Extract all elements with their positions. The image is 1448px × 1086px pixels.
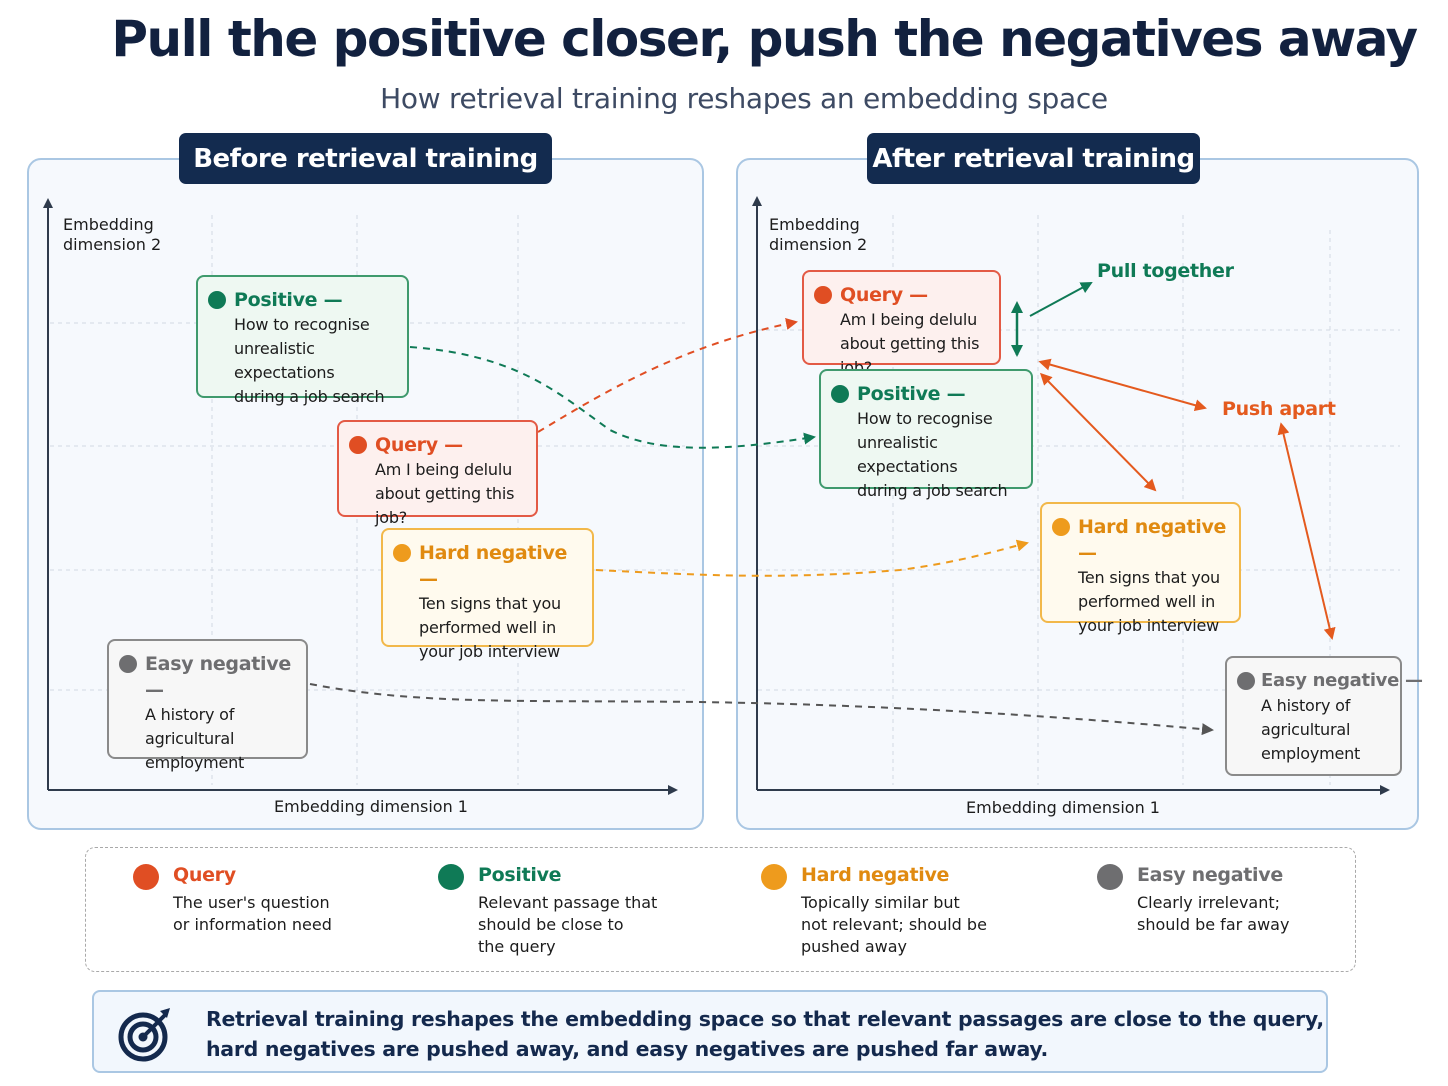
target-icon — [118, 1008, 170, 1062]
card-title: Query — — [375, 434, 463, 456]
legend: Query The user's question or information… — [85, 847, 1356, 972]
hard-negative-dot-icon — [393, 544, 411, 562]
card-line: performed well in — [419, 618, 557, 637]
card-line: about getting this job? — [375, 484, 515, 527]
legend-line: should be close to — [478, 915, 624, 934]
card-title: Hard negative — — [419, 542, 568, 590]
after-positive-card: Positive — How to recognise unrealistic … — [819, 369, 1033, 500]
legend-text: Topically similar but not relevant; shou… — [801, 892, 987, 958]
easy-negative-dot-icon — [1097, 864, 1123, 890]
card-title: Positive — — [857, 383, 966, 405]
query-dot-icon — [349, 436, 367, 454]
before-easy-negative-card: Easy negative — A history of agricultura… — [107, 639, 308, 772]
legend-line: the query — [478, 937, 556, 956]
query-move-arrow — [537, 318, 798, 433]
hard-negative-dot-icon — [1052, 518, 1070, 536]
card-title: Positive — — [234, 289, 343, 311]
page-subtitle: How retrieval training reshapes an embed… — [380, 82, 1108, 115]
card-line: Ten signs that you — [419, 594, 562, 613]
legend-text: Relevant passage that should be close to… — [478, 892, 657, 958]
before-y-axis-label-line: Embedding — [63, 215, 154, 234]
card-line: A history of — [145, 705, 235, 724]
card-line: How to recognise — [857, 409, 993, 428]
card-line: employment — [145, 753, 245, 772]
card-line: Ten signs that you — [1078, 568, 1221, 587]
legend-text: Clearly irrelevant; should be far away — [1137, 892, 1289, 936]
hard-negative-move-arrow — [595, 539, 1029, 577]
card-title: Query — — [840, 284, 928, 306]
card-line: agricultural — [1261, 720, 1351, 739]
summary-text: Retrieval training reshapes the embeddin… — [206, 1004, 1324, 1064]
legend-title: Hard negative — [801, 864, 950, 886]
query-dot-icon — [133, 864, 159, 890]
after-easy-negative-card: Easy negative — A history of agricultura… — [1225, 656, 1423, 776]
legend-title: Query — [173, 864, 236, 886]
positive-dot-icon — [831, 385, 849, 403]
card-line: unrealistic expectations — [234, 339, 335, 382]
push-arrow-hard-negative — [1039, 372, 1157, 492]
before-y-axis-label-line: dimension 2 — [63, 235, 162, 254]
card-line: Am I being delulu — [840, 310, 978, 329]
card-line: A history of — [1261, 696, 1351, 715]
card-line: unrealistic expectations — [857, 433, 958, 476]
before-x-axis-label: Embedding dimension 1 — [274, 797, 468, 816]
after-x-axis-label: Embedding dimension 1 — [966, 798, 1160, 817]
pull-together-label: Pull together — [1097, 260, 1234, 282]
hard-negative-dot-icon — [761, 864, 787, 890]
positive-dot-icon — [438, 864, 464, 890]
card-line: your job interview — [419, 642, 561, 661]
after-y-axis-label: Embedding dimension 2 — [769, 215, 867, 255]
card-line: during a job search — [234, 387, 385, 406]
easy-negative-dot-icon — [1237, 672, 1255, 690]
legend-line: Clearly irrelevant; — [1137, 893, 1281, 912]
push-apart-label: Push apart — [1222, 398, 1336, 420]
legend-line: should be far away — [1137, 915, 1290, 934]
before-query-card: Query — Am I being delulu about getting … — [337, 420, 538, 527]
card-line: your job interview — [1078, 616, 1220, 635]
card-line: during a job search — [857, 481, 1008, 500]
easy-negative-move-arrow — [309, 683, 1214, 736]
legend-line: not relevant; should be — [801, 915, 987, 934]
legend-text: The user's question or information need — [173, 892, 332, 936]
push-arrow-easy-negative — [1277, 422, 1336, 640]
after-panel-header: After retrieval training — [867, 133, 1200, 184]
card-line: agricultural — [145, 729, 235, 748]
summary-line: Retrieval training reshapes the embeddin… — [206, 1007, 1324, 1031]
card-title: Hard negative — — [1078, 516, 1227, 564]
summary-line: hard negatives are pushed away, and easy… — [206, 1037, 1049, 1061]
card-line: How to recognise — [234, 315, 370, 334]
after-query-card: Query — Am I being delulu about getting … — [802, 270, 1001, 377]
legend-line: or information need — [173, 915, 332, 934]
query-dot-icon — [814, 286, 832, 304]
card-title: Easy negative — — [145, 653, 291, 701]
easy-negative-dot-icon — [119, 655, 137, 673]
before-panel-header: Before retrieval training — [179, 133, 552, 184]
after-hard-negative-card: Hard negative — Ten signs that you perfo… — [1040, 502, 1241, 635]
after-y-axis-label-line: dimension 2 — [769, 235, 868, 254]
legend-line: The user's question — [173, 893, 330, 912]
card-line: Am I being delulu — [375, 460, 513, 479]
legend-line: pushed away — [801, 937, 908, 956]
pull-label-pointer — [1029, 282, 1093, 317]
push-arrow-query-label — [1038, 358, 1207, 412]
before-hard-negative-card: Hard negative — Ten signs that you perfo… — [381, 528, 594, 661]
positive-dot-icon — [208, 291, 226, 309]
legend-title: Positive — [478, 864, 562, 886]
summary-box: Retrieval training reshapes the embeddin… — [92, 990, 1328, 1073]
after-y-axis-label-line: Embedding — [769, 215, 860, 234]
before-positive-card: Positive — How to recognise unrealistic … — [196, 275, 409, 406]
card-line: performed well in — [1078, 592, 1216, 611]
card-line: employment — [1261, 744, 1361, 763]
legend-line: Topically similar but — [801, 893, 960, 912]
legend-title: Easy negative — [1137, 864, 1283, 886]
page-title: Pull the positive closer, push the negat… — [111, 10, 1418, 68]
positive-move-arrow — [409, 346, 816, 449]
card-title: Easy negative — — [1261, 670, 1423, 691]
before-y-axis-label: Embedding dimension 2 — [63, 215, 161, 255]
legend-line: Relevant passage that — [478, 893, 658, 912]
